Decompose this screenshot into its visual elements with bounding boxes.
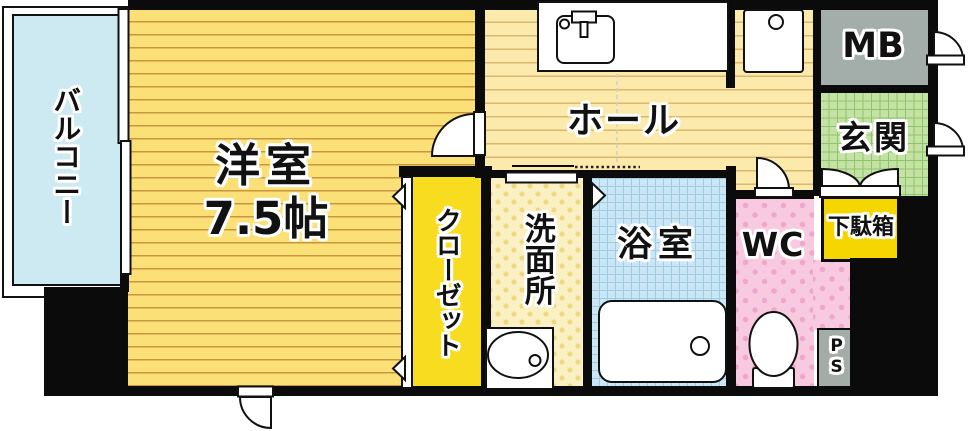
balcony-label: バルコニー xyxy=(49,86,83,226)
wall-bathroom-wc xyxy=(726,166,736,388)
meter-box xyxy=(816,8,928,88)
shoe-cabinet-label: 下駄箱 xyxy=(827,214,895,240)
wall-block-under-shoebox xyxy=(850,258,898,396)
western-room-size-label: 7.5帖 xyxy=(203,192,329,246)
wall-right xyxy=(928,0,938,196)
closet-room xyxy=(411,176,481,388)
wall-top xyxy=(128,0,938,10)
closet-label: クローゼット xyxy=(431,207,462,357)
wall-kitchen-stub xyxy=(726,0,735,88)
wall-bottom xyxy=(128,386,938,396)
wall-washroom-bathroom xyxy=(583,170,592,388)
pipe-space-label: PS xyxy=(826,336,847,378)
room-bottom-door-arc xyxy=(238,396,272,430)
wall-line-hall xyxy=(512,165,574,167)
wall-wc-top xyxy=(736,190,814,199)
entrance-label: 玄関 xyxy=(838,118,910,158)
wc-label: WC xyxy=(741,225,805,265)
wall-hall-washroom xyxy=(481,170,726,178)
wall-mb-left xyxy=(813,0,821,90)
wall-entrance-left xyxy=(813,93,821,196)
western-room-label: 洋室 xyxy=(214,139,318,193)
mb-door-arc xyxy=(933,30,965,61)
wall-closet-top xyxy=(399,166,492,177)
balcony-room xyxy=(12,14,122,286)
entrance-door-arc xyxy=(933,121,965,152)
wall-mb-bottom xyxy=(813,85,938,93)
wc-room-extension xyxy=(813,260,852,330)
wall-window-bottom xyxy=(120,270,129,292)
wall-room-hall xyxy=(475,0,485,178)
bathroom-label: 浴室 xyxy=(616,225,700,266)
bathroom-room xyxy=(591,178,726,388)
meter-box-label: MB xyxy=(842,26,904,67)
wall-block-right xyxy=(898,196,938,396)
washroom-label: 洗面所 xyxy=(518,212,555,306)
wall-block-bottom-left xyxy=(44,287,128,396)
wall-closet-washroom xyxy=(481,176,491,388)
hall-label: ホール xyxy=(566,100,682,142)
